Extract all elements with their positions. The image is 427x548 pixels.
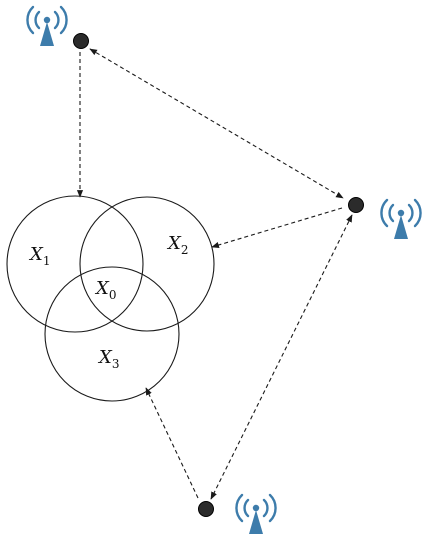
link-right-x2 — [211, 207, 343, 248]
label-x3: X3 — [97, 347, 119, 371]
node-top — [73, 33, 89, 49]
link-right-bottom — [210, 214, 353, 500]
node-bottom — [198, 501, 214, 517]
link-bottom-x3 — [145, 387, 199, 499]
node-right — [348, 197, 364, 213]
wifi-antenna-icon — [235, 493, 277, 534]
set-circle-x3 — [44, 266, 180, 402]
link-top-right — [89, 48, 344, 199]
set-circle-x1 — [6, 195, 144, 333]
wifi-antenna-icon — [380, 198, 422, 239]
label-x2: X2 — [166, 233, 188, 257]
label-x1: X1 — [28, 244, 50, 268]
wifi-antenna-icon — [26, 5, 68, 46]
set-circle-x2 — [79, 196, 215, 332]
label-x0: X0 — [94, 278, 116, 302]
